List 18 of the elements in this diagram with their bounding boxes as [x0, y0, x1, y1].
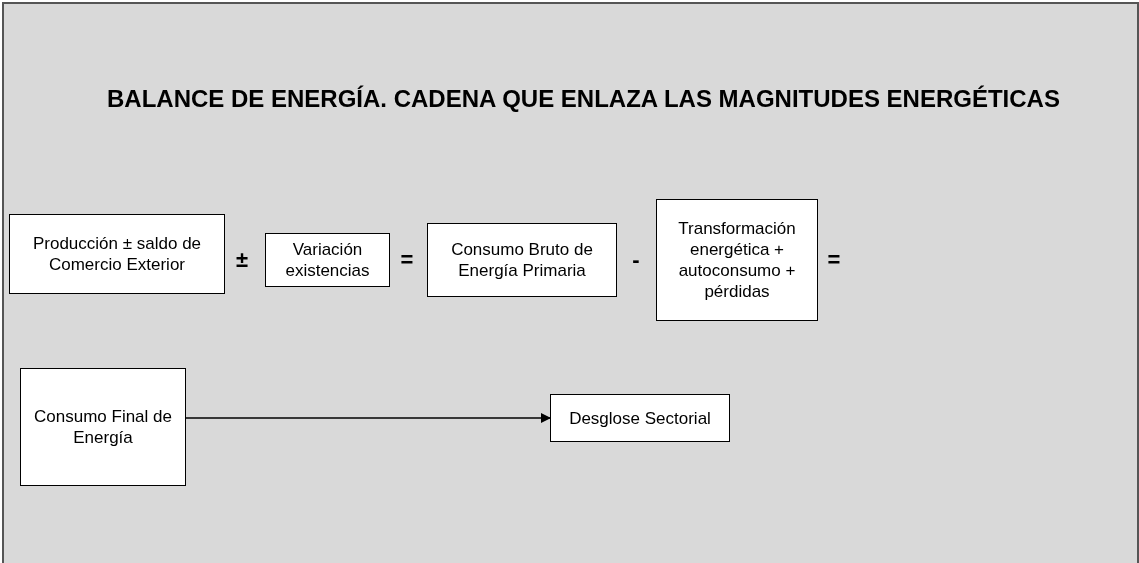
- box-text: Desglose Sectorial: [569, 407, 711, 429]
- diagram-title: BALANCE DE ENERGÍA. CADENA QUE ENLAZA LAS MAGNITUDES ENERGÉTICAS: [107, 84, 1061, 114]
- box-text: Producción ± saldo de Comercio Exterior: [31, 233, 203, 275]
- operator-sign: ±: [235, 247, 249, 273]
- process-box: [265, 233, 390, 287]
- process-box: [427, 223, 617, 297]
- operator-sign: -: [632, 247, 640, 273]
- process-box: [20, 368, 186, 486]
- arrow: [185, 413, 551, 423]
- operator-sign: =: [827, 247, 841, 273]
- operator-sign: =: [400, 247, 414, 273]
- process-box: [550, 394, 730, 442]
- box-text: Consumo Final de Energía: [33, 406, 173, 448]
- box-text: Variación existencias: [284, 239, 371, 281]
- box-text: Transformación energética + autoconsumo + pérdidas: [677, 218, 797, 302]
- process-box: [9, 214, 225, 294]
- box-text: Consumo Bruto de Energía Primaria: [450, 239, 594, 281]
- process-box: [656, 199, 818, 321]
